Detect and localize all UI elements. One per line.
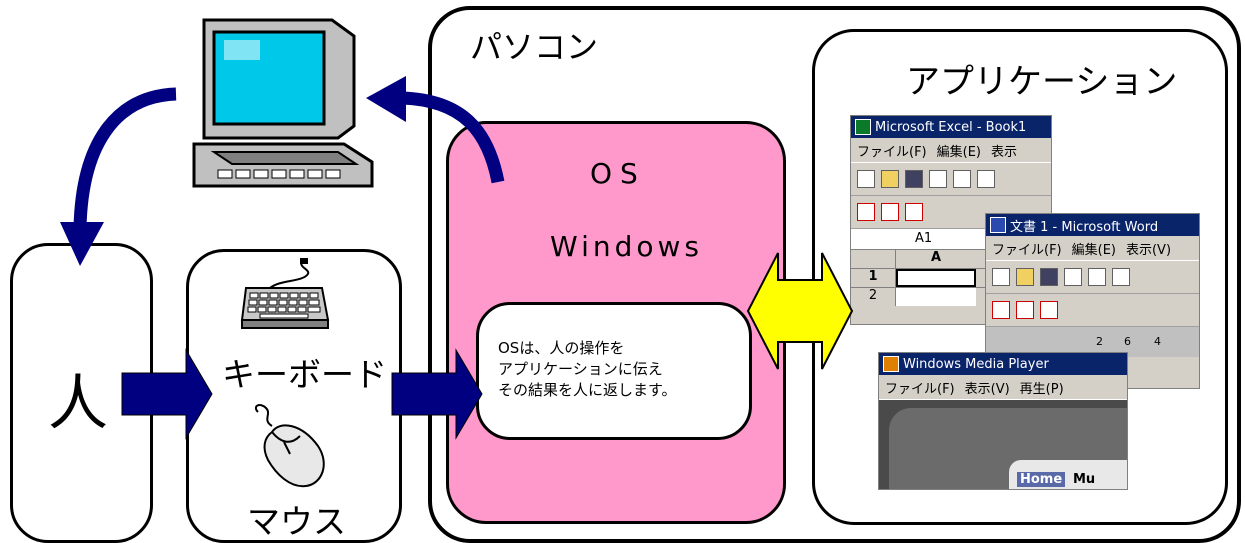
curved-arrow-to-person-head: [60, 222, 104, 266]
word-icon: [990, 217, 1006, 233]
wmp-menu-file[interactable]: ファイル(F): [885, 381, 955, 397]
wmp-home-tab[interactable]: Home: [1017, 472, 1066, 487]
keyboard-icon: [240, 258, 330, 329]
spellcheck-icon[interactable]: [1112, 268, 1130, 286]
media-player-icon: [883, 356, 899, 372]
double-arrow-os-applications: [746, 252, 854, 370]
pdf-mail-icon[interactable]: [905, 203, 923, 221]
column-header-a[interactable]: A: [930, 250, 942, 265]
excel-icon: [855, 119, 871, 135]
new-icon[interactable]: [992, 268, 1010, 286]
bubble-line-1: OSは、人の操作を: [498, 339, 625, 357]
word-menu-file[interactable]: ファイル(F): [992, 242, 1062, 258]
cell-a1[interactable]: [896, 269, 976, 287]
excel-menu-file[interactable]: ファイル(F): [857, 144, 927, 160]
word-menu-edit[interactable]: 編集(E): [1071, 242, 1116, 258]
media-player-window: Windows Media Player ファイル(F) 表示(V) 再生(P)…: [878, 352, 1128, 490]
cell-reference[interactable]: A1: [915, 231, 933, 246]
row-header-2[interactable]: 2: [851, 288, 896, 306]
save-icon[interactable]: [1040, 268, 1058, 286]
pdf-convert-icon[interactable]: [881, 203, 899, 221]
open-icon[interactable]: [1016, 268, 1034, 286]
word-menu-view[interactable]: 表示(V): [1125, 242, 1172, 258]
os-description-bubble: [476, 302, 752, 440]
applications-label: アプリケーション: [906, 62, 1178, 102]
person-label: 人: [48, 369, 108, 439]
mouse-label: マウス: [247, 502, 346, 541]
pdf-icon[interactable]: [857, 203, 875, 221]
row-header-1[interactable]: 1: [851, 269, 896, 287]
new-icon[interactable]: [857, 170, 875, 188]
block-arrow-input-to-os: [391, 348, 483, 440]
curved-arrow-to-computer: [401, 91, 505, 184]
spellcheck-icon[interactable]: [977, 170, 995, 188]
wmp-title: Windows Media Player: [903, 356, 1049, 372]
pc-label: パソコン: [470, 28, 599, 66]
computer-monitor-icon: [192, 18, 374, 188]
ruler-number: 4: [1154, 335, 1161, 348]
pdf-mail-icon[interactable]: [1040, 301, 1058, 319]
excel-menu-edit[interactable]: 編集(E): [936, 144, 981, 160]
pdf-icon[interactable]: [992, 301, 1010, 319]
excel-title: Microsoft Excel - Book1: [875, 119, 1027, 135]
preview-icon[interactable]: [953, 170, 971, 188]
excel-menu-view[interactable]: 表示: [990, 144, 1017, 160]
print-icon[interactable]: [929, 170, 947, 188]
bubble-line-2: アプリケーションに伝え: [498, 360, 663, 378]
ruler-number: 6: [1124, 335, 1131, 348]
pdf-convert-icon[interactable]: [1016, 301, 1034, 319]
bubble-line-3: その結果を人に返します。: [498, 381, 677, 399]
preview-icon[interactable]: [1088, 268, 1106, 286]
keyboard-label: キーボード: [222, 355, 387, 394]
word-title: 文書 1 - Microsoft Word: [1010, 219, 1159, 235]
save-icon[interactable]: [905, 170, 923, 188]
ruler-number: 2: [1096, 335, 1103, 348]
curved-arrow-to-computer-head: [366, 76, 406, 122]
print-icon[interactable]: [1064, 268, 1082, 286]
open-icon[interactable]: [881, 170, 899, 188]
os-name: Windows: [550, 230, 703, 263]
wmp-body: Home Mu: [879, 400, 1127, 489]
mouse-icon: [254, 404, 325, 488]
wmp-music-tab[interactable]: Mu: [1073, 472, 1096, 487]
block-arrow-person-to-input: [121, 348, 213, 440]
wmp-menu-view[interactable]: 表示(V): [964, 381, 1010, 397]
os-label: OS: [590, 157, 646, 190]
wmp-menu-play[interactable]: 再生(P): [1019, 381, 1064, 397]
curved-arrow-to-person: [73, 87, 177, 229]
